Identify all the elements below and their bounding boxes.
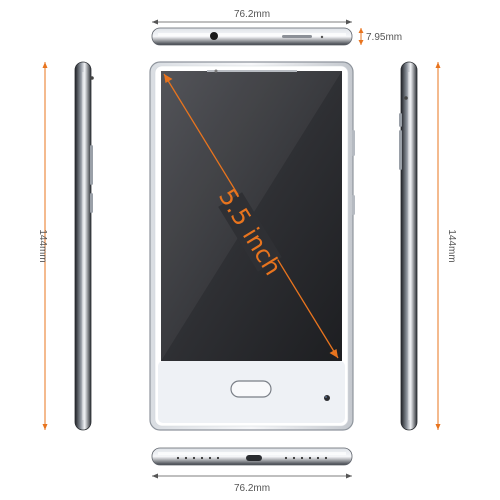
power-button bbox=[90, 193, 93, 213]
right-side-button-1 bbox=[399, 113, 402, 127]
side-button-front bbox=[352, 130, 355, 156]
bottom-width-label: 76.2mm bbox=[234, 483, 270, 494]
bottom-width-dimension: 76.2mm bbox=[152, 473, 352, 494]
sim-tray bbox=[282, 35, 312, 38]
phone-bottom-edge bbox=[151, 447, 353, 466]
usb-port-icon bbox=[246, 455, 262, 461]
speaker-grille-right bbox=[284, 456, 328, 460]
speaker-grille-left bbox=[176, 456, 220, 460]
thickness-label: 7.95mm bbox=[366, 32, 402, 43]
top-width-dimension: 76.2mm bbox=[152, 9, 352, 25]
right-height-dimension: 144mm bbox=[435, 62, 457, 430]
front-sensor-icon bbox=[214, 69, 218, 73]
top-width-label: 76.2mm bbox=[234, 9, 270, 20]
left-height-dimension: 144mm bbox=[37, 62, 48, 430]
earpiece bbox=[207, 70, 297, 72]
mic-hole-icon bbox=[320, 35, 324, 39]
volume-button bbox=[90, 145, 93, 185]
right-side-sensor-icon bbox=[404, 96, 408, 100]
right-side-button-2 bbox=[399, 130, 402, 170]
thickness-dimension: 7.95mm bbox=[358, 28, 402, 45]
left-height-label: 144mm bbox=[37, 229, 48, 262]
phone-top-edge bbox=[151, 27, 353, 46]
side-button-front-2 bbox=[352, 195, 355, 215]
right-height-label: 144mm bbox=[446, 229, 457, 262]
headphone-jack-icon bbox=[210, 32, 218, 40]
phone-right-side bbox=[399, 61, 418, 431]
home-button bbox=[230, 380, 272, 398]
side-sensor-icon bbox=[90, 76, 94, 80]
phone-left-side bbox=[74, 61, 94, 431]
front-camera-icon bbox=[324, 395, 330, 401]
